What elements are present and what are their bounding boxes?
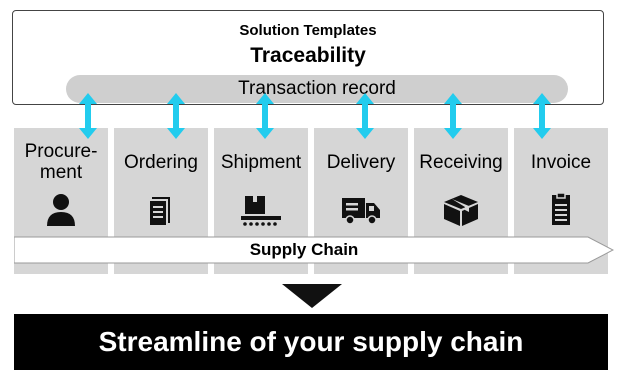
stage-label: Receiving: [419, 152, 503, 173]
transaction-record-bar: Transaction record: [66, 75, 568, 103]
package-icon: [444, 195, 478, 226]
person-icon: [47, 194, 75, 226]
stage-label: Delivery: [326, 152, 396, 173]
stage-label: Procure- ment: [14, 141, 108, 183]
stage-label: Shipment: [220, 152, 302, 173]
stage-label: Invoice: [530, 152, 592, 173]
supply-chain-arrow: [14, 236, 614, 264]
templates-title: Traceability: [250, 44, 366, 67]
down-arrow-icon: [282, 284, 342, 308]
invoice-icon: [552, 192, 570, 225]
supply-chain-label: Supply Chain: [249, 240, 359, 259]
stage-label: Ordering: [124, 152, 198, 173]
banner-text: Streamline of your supply chain: [98, 326, 524, 357]
streamline-banner: Streamline of your supply chain: [14, 314, 608, 370]
stage-label-line2: ment: [39, 162, 83, 183]
supply-chain-stages: Procure- ment Ordering Shipment: [14, 128, 608, 274]
truck-icon: [342, 198, 380, 225]
conveyor-icon: [241, 196, 281, 226]
templates-subtitle: Solution Templates: [239, 22, 377, 39]
document-icon: [148, 197, 170, 227]
stage-label-line1: Procure-: [24, 141, 98, 162]
